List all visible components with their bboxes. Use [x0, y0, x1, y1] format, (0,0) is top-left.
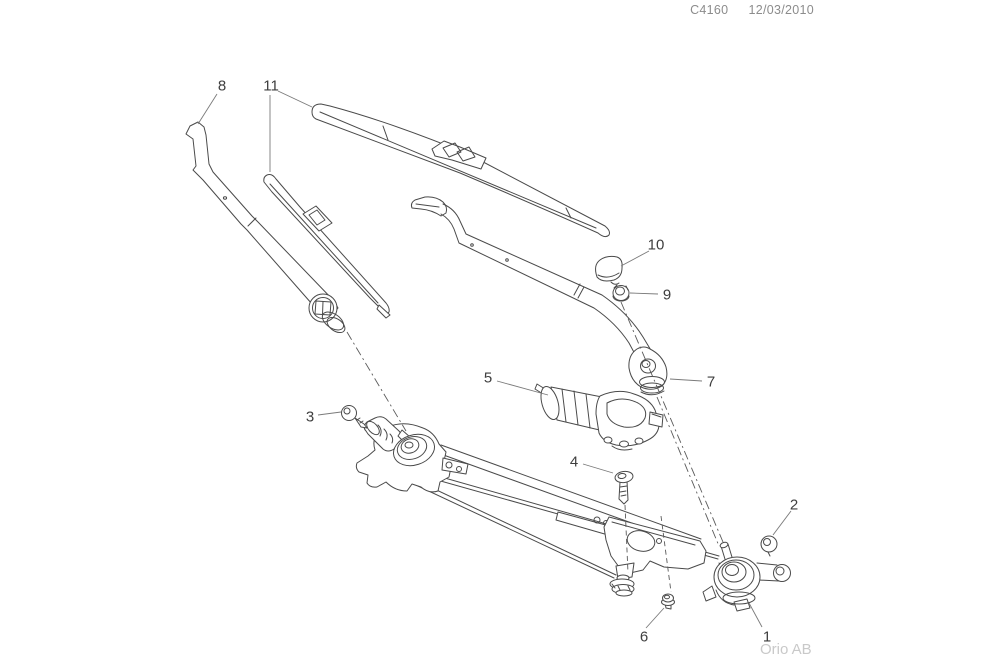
wiper-arm-right: [411, 197, 666, 395]
page-header: C4160 12/03/2010: [690, 3, 814, 17]
pivot-right: [703, 541, 791, 611]
screw-3: [342, 406, 368, 429]
leader-5: [497, 381, 548, 395]
centerline-arm8-pivot: [347, 332, 406, 431]
leader-9: [630, 293, 658, 294]
motor-mount-hole: [625, 528, 657, 555]
callout-label-3: 3: [305, 408, 315, 426]
callout-label-2: 2: [789, 496, 799, 514]
leader-10: [621, 251, 649, 266]
axis-bolt6: [661, 516, 671, 592]
wiper-arm-left: [186, 122, 348, 336]
leader-8: [198, 94, 217, 124]
figure-date: 12/03/2010: [748, 3, 814, 17]
leader-11b: [278, 91, 312, 107]
callout-label-6: 6: [639, 628, 649, 646]
callout-label-8: 8: [217, 77, 227, 95]
screw-4: [614, 470, 633, 504]
axis-screw4: [625, 505, 628, 573]
bolt-6: [662, 594, 675, 609]
washer-2: [761, 536, 777, 556]
leader-7: [670, 379, 702, 381]
wiper-blade-short: [264, 175, 390, 319]
pivot-left: [356, 417, 468, 492]
leader-2: [773, 511, 791, 535]
leader-4: [583, 464, 613, 473]
motor-gearbox: [596, 391, 659, 445]
leader-3: [318, 412, 341, 415]
spindle-nut: [613, 285, 629, 301]
centerline-arm7-shaft: [657, 397, 719, 546]
leader-1: [749, 603, 762, 627]
callout-label-5: 5: [483, 369, 493, 387]
callout-label-10: 10: [647, 236, 665, 254]
callout-label-7: 7: [706, 373, 716, 391]
wiper-motor: [535, 384, 663, 450]
callout-label-4: 4: [569, 453, 579, 471]
figure-code: C4160: [690, 3, 729, 17]
wiper-blade-long: [312, 104, 610, 237]
pivot-cap: [596, 256, 623, 284]
assembly-centerlines: [347, 302, 723, 592]
leader-6: [646, 608, 664, 628]
ball-stud: [610, 575, 634, 596]
leader-lines: [198, 91, 791, 628]
callout-label-9: 9: [662, 286, 672, 304]
callout-label-1: 1: [762, 628, 772, 646]
callout-label-11: 11: [263, 77, 279, 95]
crank-eye: [774, 565, 791, 582]
frame-plate: [604, 517, 706, 573]
centerline-nut-shaft: [621, 302, 723, 542]
watermark: Orio AB: [760, 641, 812, 658]
